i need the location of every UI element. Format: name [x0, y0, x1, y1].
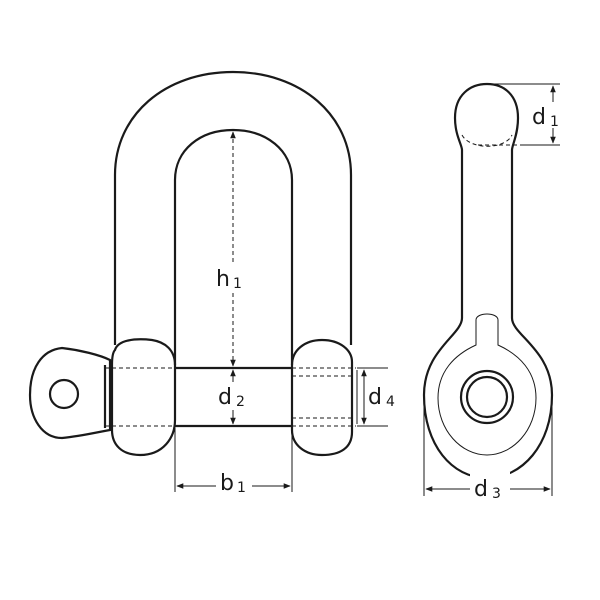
label-h1-main: h — [216, 267, 230, 292]
label-b1-bg — [216, 468, 252, 496]
label-d1-sub: 1 — [550, 114, 559, 130]
label-d1-main: d — [532, 105, 546, 130]
label-d3-sub: 3 — [492, 486, 501, 502]
label-h1-sub: 1 — [233, 276, 242, 292]
label-b1-sub: 1 — [237, 480, 246, 496]
label-d2: d 2 — [214, 382, 254, 410]
pin-eye-hole — [48, 378, 80, 410]
label-d2-main: d — [218, 385, 232, 410]
label-d3: d 3 — [470, 472, 510, 502]
label-h1: h 1 — [212, 262, 250, 292]
label-d4: d 4 — [368, 385, 395, 410]
side-eye-inner — [437, 313, 537, 456]
left-boss — [110, 338, 177, 457]
label-d4-main: d — [368, 385, 382, 410]
side-eye-inner-ring — [465, 375, 509, 419]
label-d3-main: d — [474, 477, 488, 502]
side-eye-outer-ring — [459, 369, 515, 425]
bow-inner — [173, 128, 294, 365]
bow-outer — [113, 70, 353, 345]
side-top-hidden — [461, 134, 513, 147]
shackle-front-view — [28, 70, 388, 492]
right-boss — [290, 338, 354, 457]
pin-eye-head — [28, 346, 112, 440]
label-d2-sub: 2 — [236, 394, 245, 410]
label-d3-bg — [470, 472, 510, 500]
label-b1: b 1 — [216, 468, 252, 496]
label-h1-bg — [212, 262, 250, 292]
label-b1-main: b — [220, 471, 234, 496]
label-d4-sub: 4 — [386, 394, 395, 410]
side-outline — [422, 82, 554, 480]
label-d1: d 1 — [530, 102, 570, 130]
label-d2-bg — [214, 382, 254, 410]
label-d1-bg — [530, 102, 570, 128]
shackle-side-view — [422, 82, 560, 496]
